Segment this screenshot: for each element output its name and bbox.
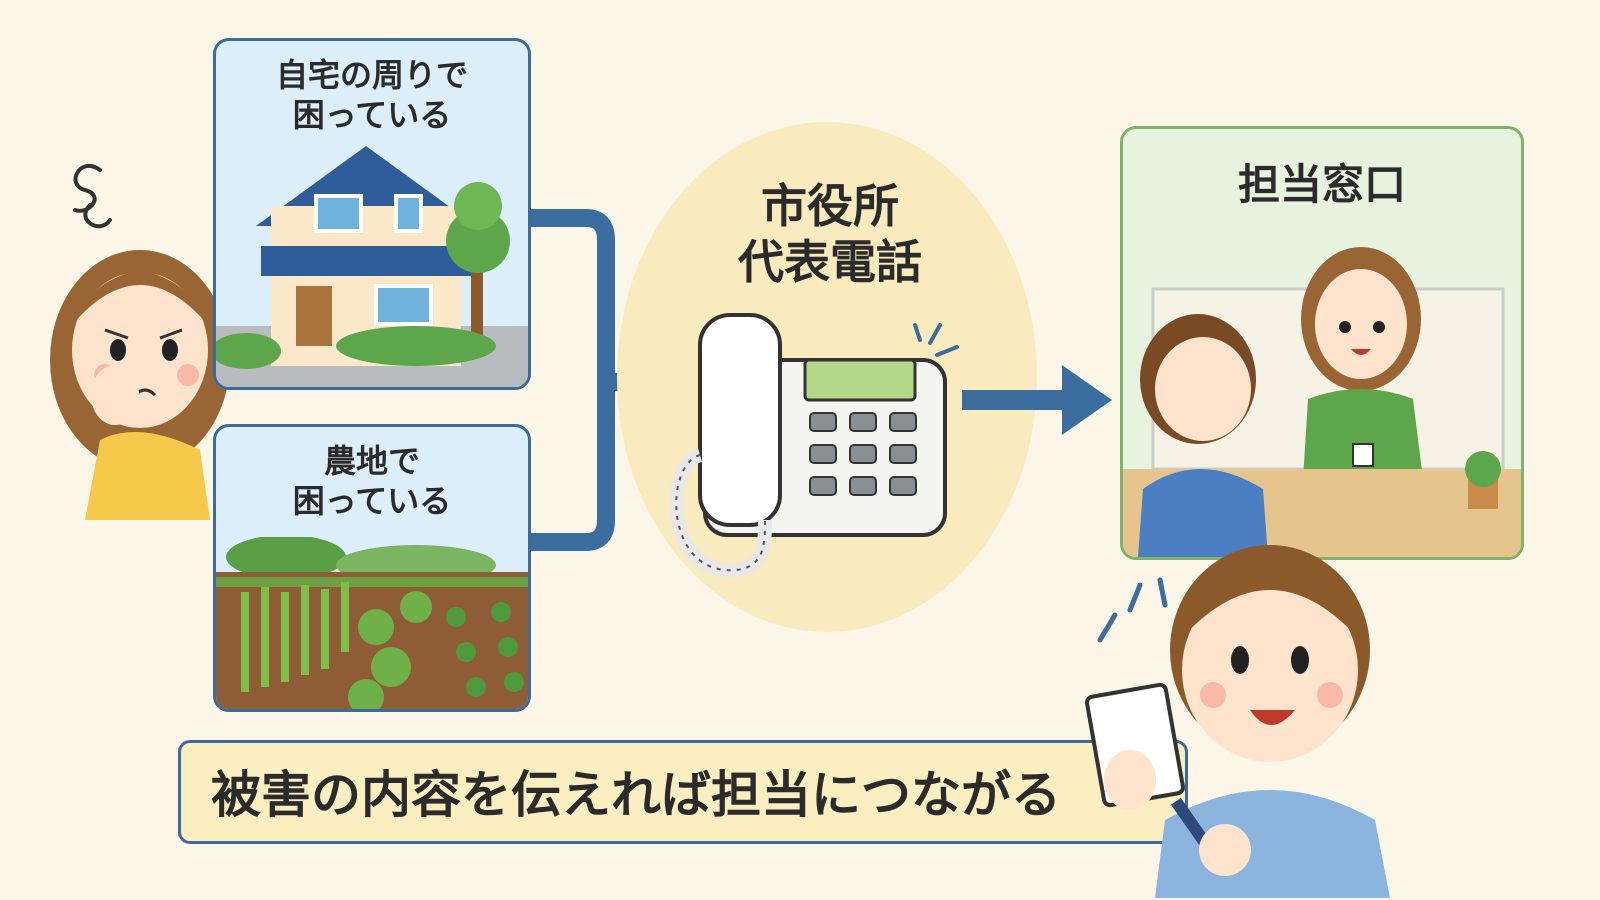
counter-panel-title: 担当窓口 [1237,160,1406,209]
worried-woman-illustration [50,163,230,520]
house-illustration [216,146,528,387]
caption-text: 被害の内容を伝えれば担当につながる [211,766,1061,824]
boy-with-notepad-illustration [1085,545,1390,898]
counter-staff-illustration [1123,247,1521,557]
home-panel-title: 自宅の周りで 困っている [275,56,468,134]
farm-panel-title: 農地で 困っている [292,442,452,520]
telephone-icon [669,313,959,578]
forward-arrow [962,365,1112,435]
farm-field-illustration [216,537,528,709]
home-panel: 自宅の周りで 困っている [213,38,531,390]
confusion-swirl-icon [73,163,112,229]
caption-box: 被害の内容を伝えれば担当につながる [178,740,1188,844]
farm-panel: 農地で 困っている [213,424,531,712]
city-hall-title: 市役所 代表電話 [738,179,922,289]
counter-panel: 担当窓口 [1120,126,1524,560]
